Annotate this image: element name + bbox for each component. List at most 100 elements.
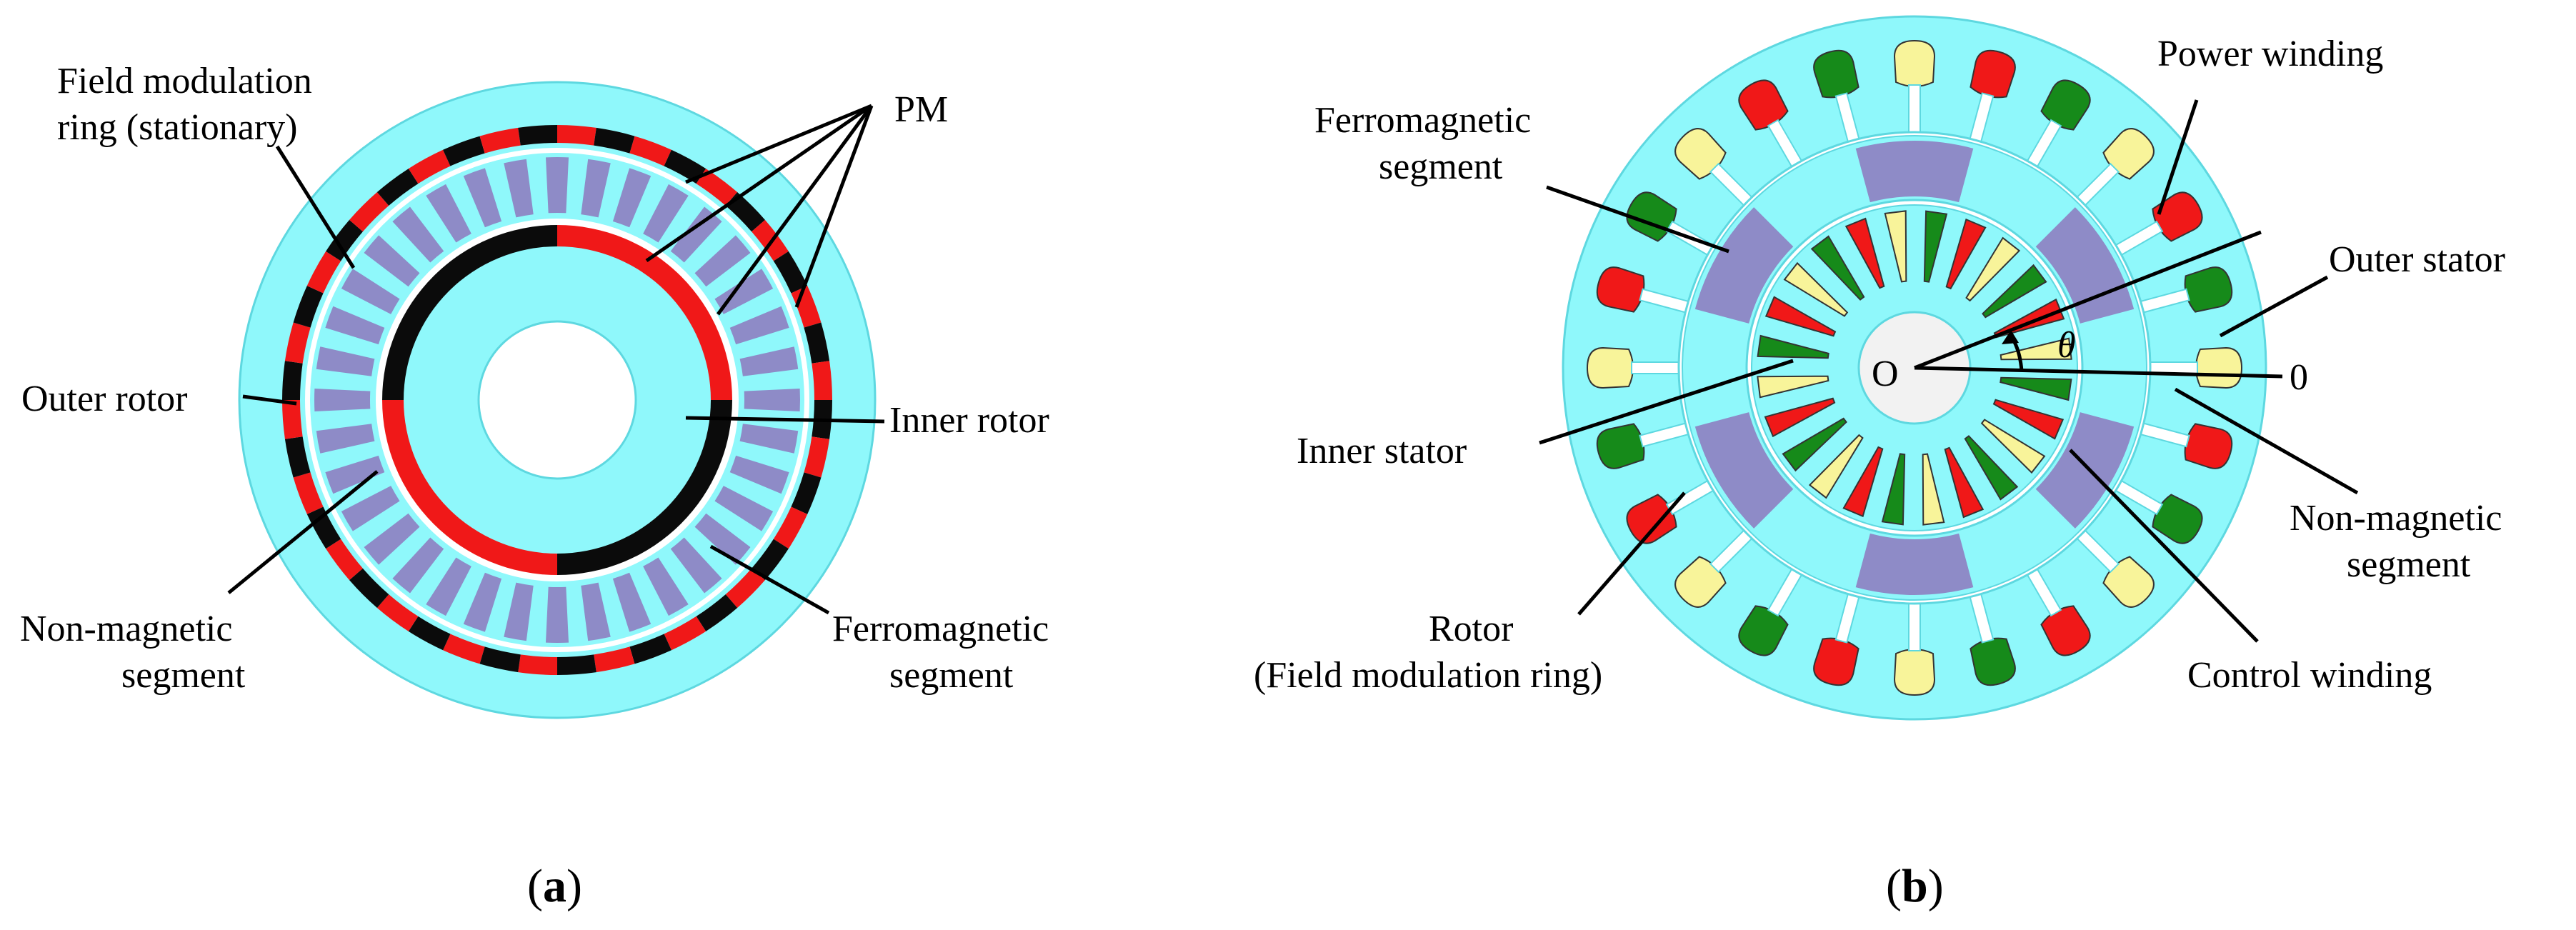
ferromagnetic-segment [316,346,375,376]
leader-outer-stator [2219,275,2329,338]
ferromagnetic-segment [545,157,569,214]
label-rotor-line1: Rotor [1429,609,1513,649]
ferromagnetic-segment [316,424,375,454]
ferromagnetic-segment [364,235,420,287]
outer-winding-coil [1586,346,1634,389]
ferromagnetic-segment [426,184,471,243]
outer-slot [1813,49,1861,146]
leader-pm-3 [716,104,874,316]
ferromagnetic-segment [581,159,611,218]
outer-pm-magnet [293,286,324,328]
inner-winding-coil [1881,453,1906,526]
leader-ferromagnetic-b [1546,185,1729,254]
inner-winding-coil [1923,210,1948,283]
ferromagnetic-segment [463,168,502,228]
outer-pm-magnet [752,219,789,261]
rotor-ferromagnetic-segment [1694,207,1794,324]
rotor-ferromagnetic-segment [2035,207,2135,324]
inner-winding-coil [1945,218,1987,290]
ferromagnetic-segment [426,557,471,616]
leader-pm-4 [794,105,874,308]
inner-winding-coil [1944,446,1985,519]
outer-pm-magnet [791,286,822,328]
ferromagnetic-segment [325,455,385,494]
outer-pm-magnet [479,127,521,154]
inner-winding-coil [1783,261,1849,317]
inner-stator-winding-slots [1757,210,2072,526]
outer-pm-magnet [773,506,808,549]
inner-winding-coil [1884,210,1907,283]
outer-pm-magnet [804,322,830,364]
ferromagnetic-segment [341,486,400,531]
outer-slot [2074,527,2155,608]
rotor-ferromagnetic-segment [1855,533,1974,595]
outer-pm-magnet [376,594,419,631]
outer-pm-magnet [284,322,311,364]
outer-pm-magnet [408,149,451,184]
outer-slot [1596,266,1692,314]
label-outer-rotor: Outer rotor [21,379,187,419]
outer-pm-magnet [282,361,303,400]
inner-winding-coil [1782,417,1847,472]
caption-a: (a) [527,860,582,912]
outer-pm-magnet [725,192,765,232]
outer-slot [1738,79,1804,171]
inner-winding-coil [1922,453,1945,526]
leader-non-magnetic [227,470,379,594]
inner-winding-coil [1980,419,2046,474]
label-non-magnetic-b-line1: Non-magnetic [2290,498,2502,539]
outer-winding-coil [2195,346,2243,389]
rotor-ferromagnetic-segment [1855,140,1974,203]
outer-pm-magnet [376,169,419,206]
outer-pm-magnet [629,634,672,664]
ferromagnetic-segment [581,582,611,641]
ferromagnetic-segment [392,206,444,263]
outer-winding-coil [1893,649,1936,696]
caption-b: (b) [1886,860,1944,912]
ferromagnetic-segment [325,306,385,345]
outer-pm-magnet [282,400,303,439]
outer-slot [1586,346,1682,389]
inner-winding-coil [1810,235,1865,301]
ferromagnetic-segment [643,184,689,243]
outer-pm-magnet [443,634,485,664]
outer-slot-opening [1631,361,1682,374]
outer-slot [2112,191,2203,258]
inner-winding-coil [1757,334,1829,359]
outer-slot [1674,527,1755,608]
outer-pm-magnet [696,594,738,631]
ferromagnetic-segment [670,206,722,263]
outer-pm-magnet [349,568,389,608]
leader-field-modulation [275,145,356,269]
outer-pm-magnet [284,436,311,478]
outer-pm-magnet [725,568,765,608]
ferromagnetic-segment [739,346,799,376]
ferromagnetic-segment [364,513,420,565]
label-pm: PM [894,89,948,130]
ferromagnetic-segment [612,572,652,632]
ferromagnetic-segment [612,168,652,228]
leader-inner-stator [1539,359,1794,445]
inner-winding-coil [1764,296,1837,337]
caption-b-letter: b [1902,860,1928,912]
outer-slot [2147,346,2243,389]
outer-slot [1968,590,2016,686]
inner-winding-coil [1842,446,1884,518]
outer-slot [2137,421,2233,469]
ferromagnetic-segment [392,537,444,594]
ferromagnetic-segment [714,486,774,531]
label-inner-stator: Inner stator [1297,431,1467,471]
outer-slot [2137,266,2233,314]
outer-pm-magnet [557,654,596,675]
outer-pm-magnet [594,646,635,673]
caption-a-letter: a [543,860,566,912]
label-control-winding: Control winding [2187,655,2432,696]
leader-pm-2 [645,104,873,263]
ferromagnetic-segment [643,557,689,616]
label-ferromagnetic-line1: Ferromagnetic [832,609,1049,649]
outer-slot [2025,79,2091,171]
ferromagnetic-segment [504,582,534,641]
outer-slot-opening [1908,600,1921,651]
leader-ferromagnetic [709,544,830,615]
